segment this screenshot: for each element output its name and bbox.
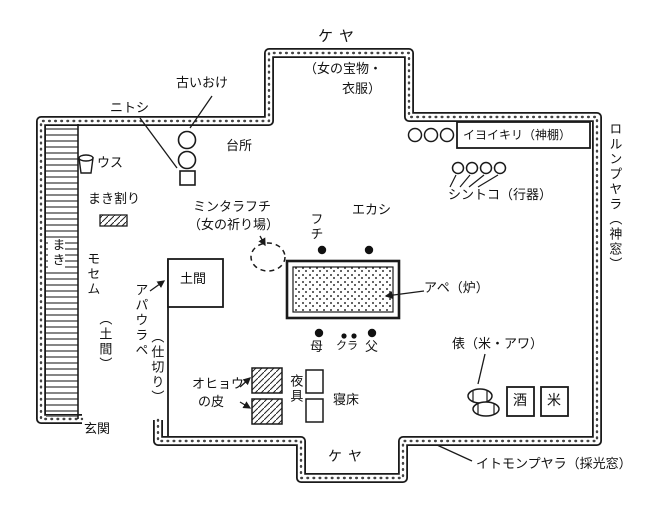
label-kome: 米 — [547, 393, 561, 409]
outer-wall — [36, 48, 602, 483]
old-bucket-icons — [177, 130, 197, 186]
label-fuchi: フチ — [307, 212, 323, 242]
label-light-window: イトモンプヤラ（採光窓） — [476, 457, 632, 472]
label-mosemu: モセム — [84, 252, 100, 297]
label-ohyo-2: の皮 — [198, 395, 225, 410]
label-father: 父 — [365, 340, 379, 355]
label-mosemu-note: （土間） — [96, 312, 112, 372]
label-apaurape-note: （仕切り） — [148, 330, 164, 405]
label-usu: ウス — [97, 156, 124, 171]
label-nedoko: 寝床 — [333, 393, 360, 408]
label-keya-top: ケヤ — [318, 27, 361, 45]
rice-bale-icons — [467, 388, 500, 417]
label-god-window: ロルンプヤラ（神窓） — [606, 122, 622, 272]
doma-box — [167, 258, 224, 308]
label-kitchen: 台所 — [226, 139, 253, 154]
hearth — [285, 259, 401, 320]
label-sake: 酒 — [513, 393, 527, 409]
label-ekashi: エカシ — [352, 203, 392, 218]
label-keya-bottom: ケヤ — [328, 449, 368, 465]
god-shelf-box — [407, 121, 591, 149]
sake-box — [506, 386, 535, 417]
label-ohyo-1: オヒョウ — [192, 377, 245, 392]
rice-box — [540, 386, 569, 417]
label-keya-note-1: （女の宝物・ — [304, 62, 383, 77]
label-god-shelf: イヨイキリ（神棚） — [463, 128, 572, 142]
leader-lines — [139, 95, 486, 462]
label-makiwari: まき割り — [88, 192, 141, 207]
seat-dots — [314, 245, 377, 339]
label-old-bucket: 古いおけ — [176, 76, 229, 91]
label-shintoko: シントコ（行器） — [448, 188, 553, 203]
label-tawara: 俵（米・アワ） — [452, 337, 544, 352]
label-keya-note-2: 衣服） — [342, 82, 382, 97]
shintoko-circles — [449, 161, 507, 188]
label-nitoshi: ニトシ — [110, 101, 150, 116]
firewood-storage-area — [46, 124, 79, 419]
label-maki: まき — [48, 238, 66, 268]
label-mintara-2: （女の祈り場） — [188, 218, 280, 233]
wood-splitting-icon — [99, 214, 128, 227]
label-mother: 母 — [310, 340, 324, 355]
label-entrance: 玄関 — [84, 422, 111, 437]
label-yagu: 夜具 — [287, 374, 303, 404]
label-apaurape: アパウラペ — [132, 283, 148, 358]
prayer-place-circle — [250, 242, 286, 272]
bedding-boxes — [251, 367, 324, 425]
label-doma: 土間 — [180, 272, 207, 287]
label-ape: アペ（炉） — [424, 281, 489, 296]
label-kura: クラ — [336, 339, 358, 352]
mortar-icon — [78, 154, 94, 174]
label-mintara-1: ミンタラフチ — [193, 200, 272, 215]
